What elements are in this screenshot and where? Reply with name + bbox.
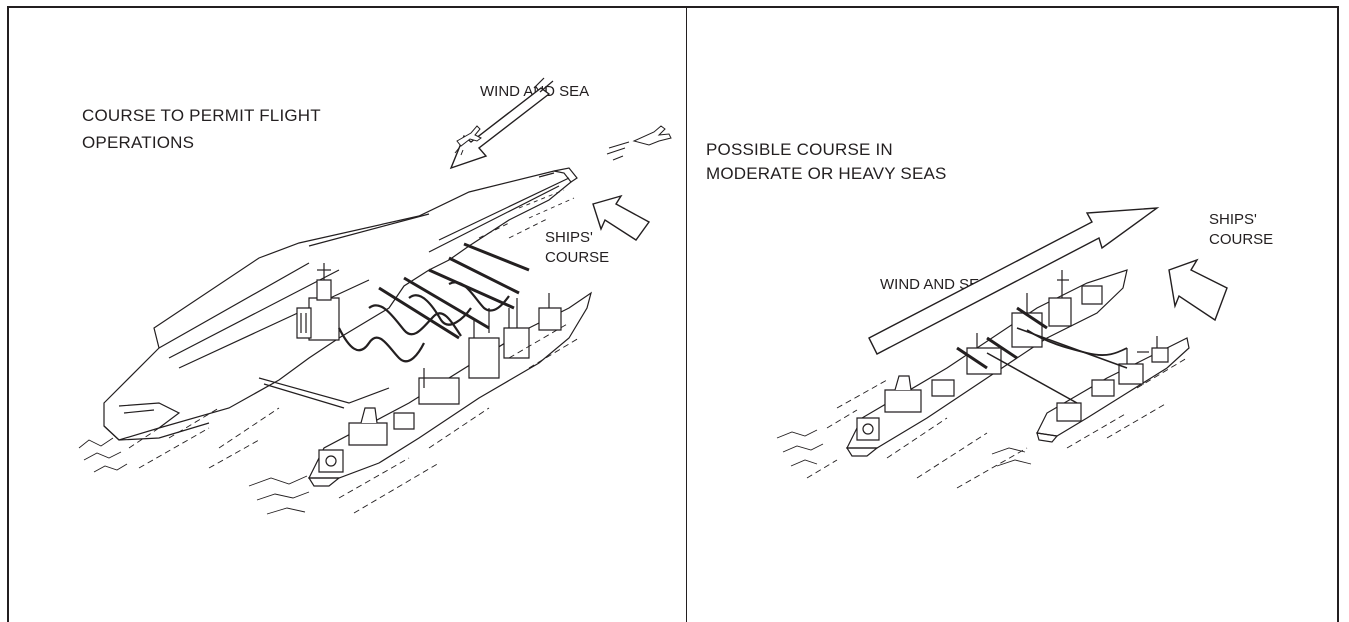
panel-divider	[686, 6, 687, 622]
aircraft-carrier	[104, 168, 577, 440]
right-ships-course-line2: COURSE	[1209, 231, 1274, 248]
left-panel-flight-operations: COURSE TO PERMIT FLIGHT OPERATIONS WIND …	[9, 8, 686, 622]
wake-waves	[79, 190, 579, 514]
aircraft-icon	[607, 126, 671, 160]
wind-arrow-icon	[451, 78, 553, 168]
ships-course-arrow-icon	[1169, 260, 1227, 320]
left-wind-label: WIND AND SEA	[480, 83, 590, 100]
left-illustration	[9, 8, 686, 622]
left-ships-course-line2: COURSE	[545, 249, 610, 266]
left-caption-line2: OPERATIONS	[82, 133, 195, 152]
left-caption-line1: COURSE TO PERMIT FLIGHT	[82, 106, 321, 125]
wake-waves	[777, 358, 1187, 488]
replenishment-ship	[847, 270, 1127, 456]
right-caption-line1: POSSIBLE COURSE IN	[706, 140, 893, 159]
destroyer-ship	[987, 328, 1189, 442]
replenishment-ship	[309, 244, 591, 486]
right-ships-course-line1: SHIPS'	[1209, 211, 1257, 228]
figure-frame	[7, 6, 1339, 622]
ships-course-arrow-icon	[593, 196, 649, 240]
wind-arrow-icon	[869, 208, 1157, 354]
right-caption-line2: MODERATE OR HEAVY SEAS	[706, 164, 947, 183]
right-illustration	[687, 8, 1337, 622]
aircraft-icon	[455, 126, 481, 155]
right-wind-label: WIND AND SEA	[880, 276, 990, 293]
right-panel-heavy-seas: POSSIBLE COURSE IN MODERATE OR HEAVY SEA…	[687, 8, 1337, 622]
left-ships-course-line1: SHIPS'	[545, 229, 593, 246]
